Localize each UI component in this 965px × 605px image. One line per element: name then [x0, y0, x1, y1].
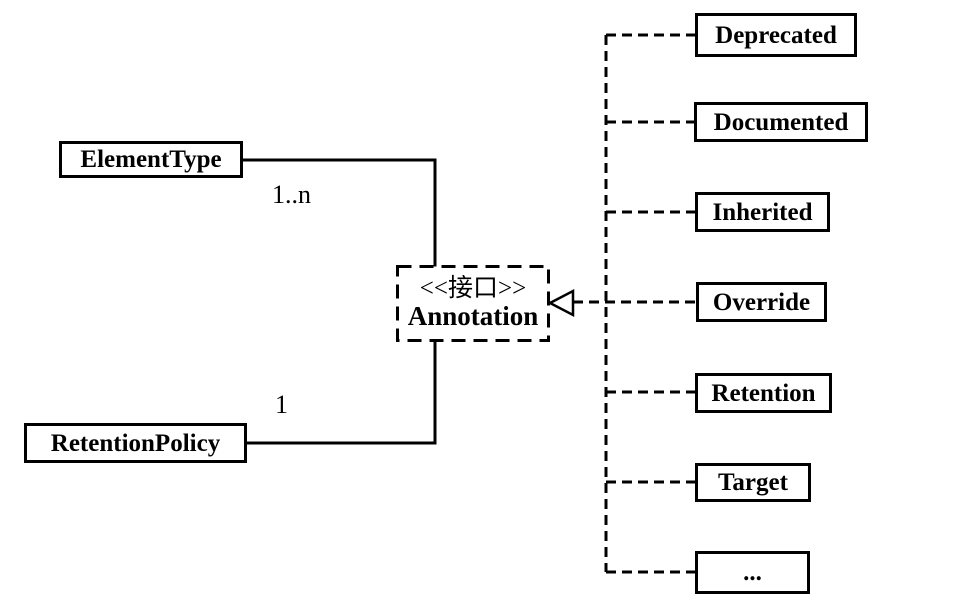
interface-box-annotation: <<接口>> Annotation: [396, 265, 550, 342]
class-name-elementtype: ElementType: [80, 146, 222, 173]
class-name-override: Override: [712, 288, 811, 316]
class-box-deprecated: Deprecated: [695, 13, 857, 57]
multiplicity-label-retentionpolicy: 1: [275, 390, 288, 419]
class-name-retention: Retention: [711, 379, 816, 407]
interface-name-label: Annotation: [407, 301, 539, 332]
association-line-elementtype-annotation: [242, 158, 437, 267]
class-name-inherited: Inherited: [712, 198, 813, 226]
class-box-target: Target: [695, 463, 811, 502]
interface-stereotype-label: <<接口>>: [419, 274, 527, 302]
class-box-retentionpolicy: RetentionPolicy: [24, 423, 247, 463]
class-name-ellipsis: ...: [743, 559, 762, 586]
class-box-ellipsis: ...: [695, 551, 810, 594]
class-name-documented: Documented: [713, 108, 849, 136]
class-box-inherited: Inherited: [695, 192, 830, 232]
realization-triangle-icon: [547, 288, 575, 318]
class-box-documented: Documented: [694, 102, 868, 142]
multiplicity-label-elementtype: 1..n: [272, 180, 311, 209]
class-name-target: Target: [718, 469, 788, 496]
class-name-deprecated: Deprecated: [715, 21, 837, 49]
class-name-retentionpolicy: RetentionPolicy: [50, 429, 221, 457]
class-box-override: Override: [696, 282, 827, 322]
class-box-retention: Retention: [695, 373, 832, 413]
class-box-elementtype: ElementType: [59, 141, 243, 178]
